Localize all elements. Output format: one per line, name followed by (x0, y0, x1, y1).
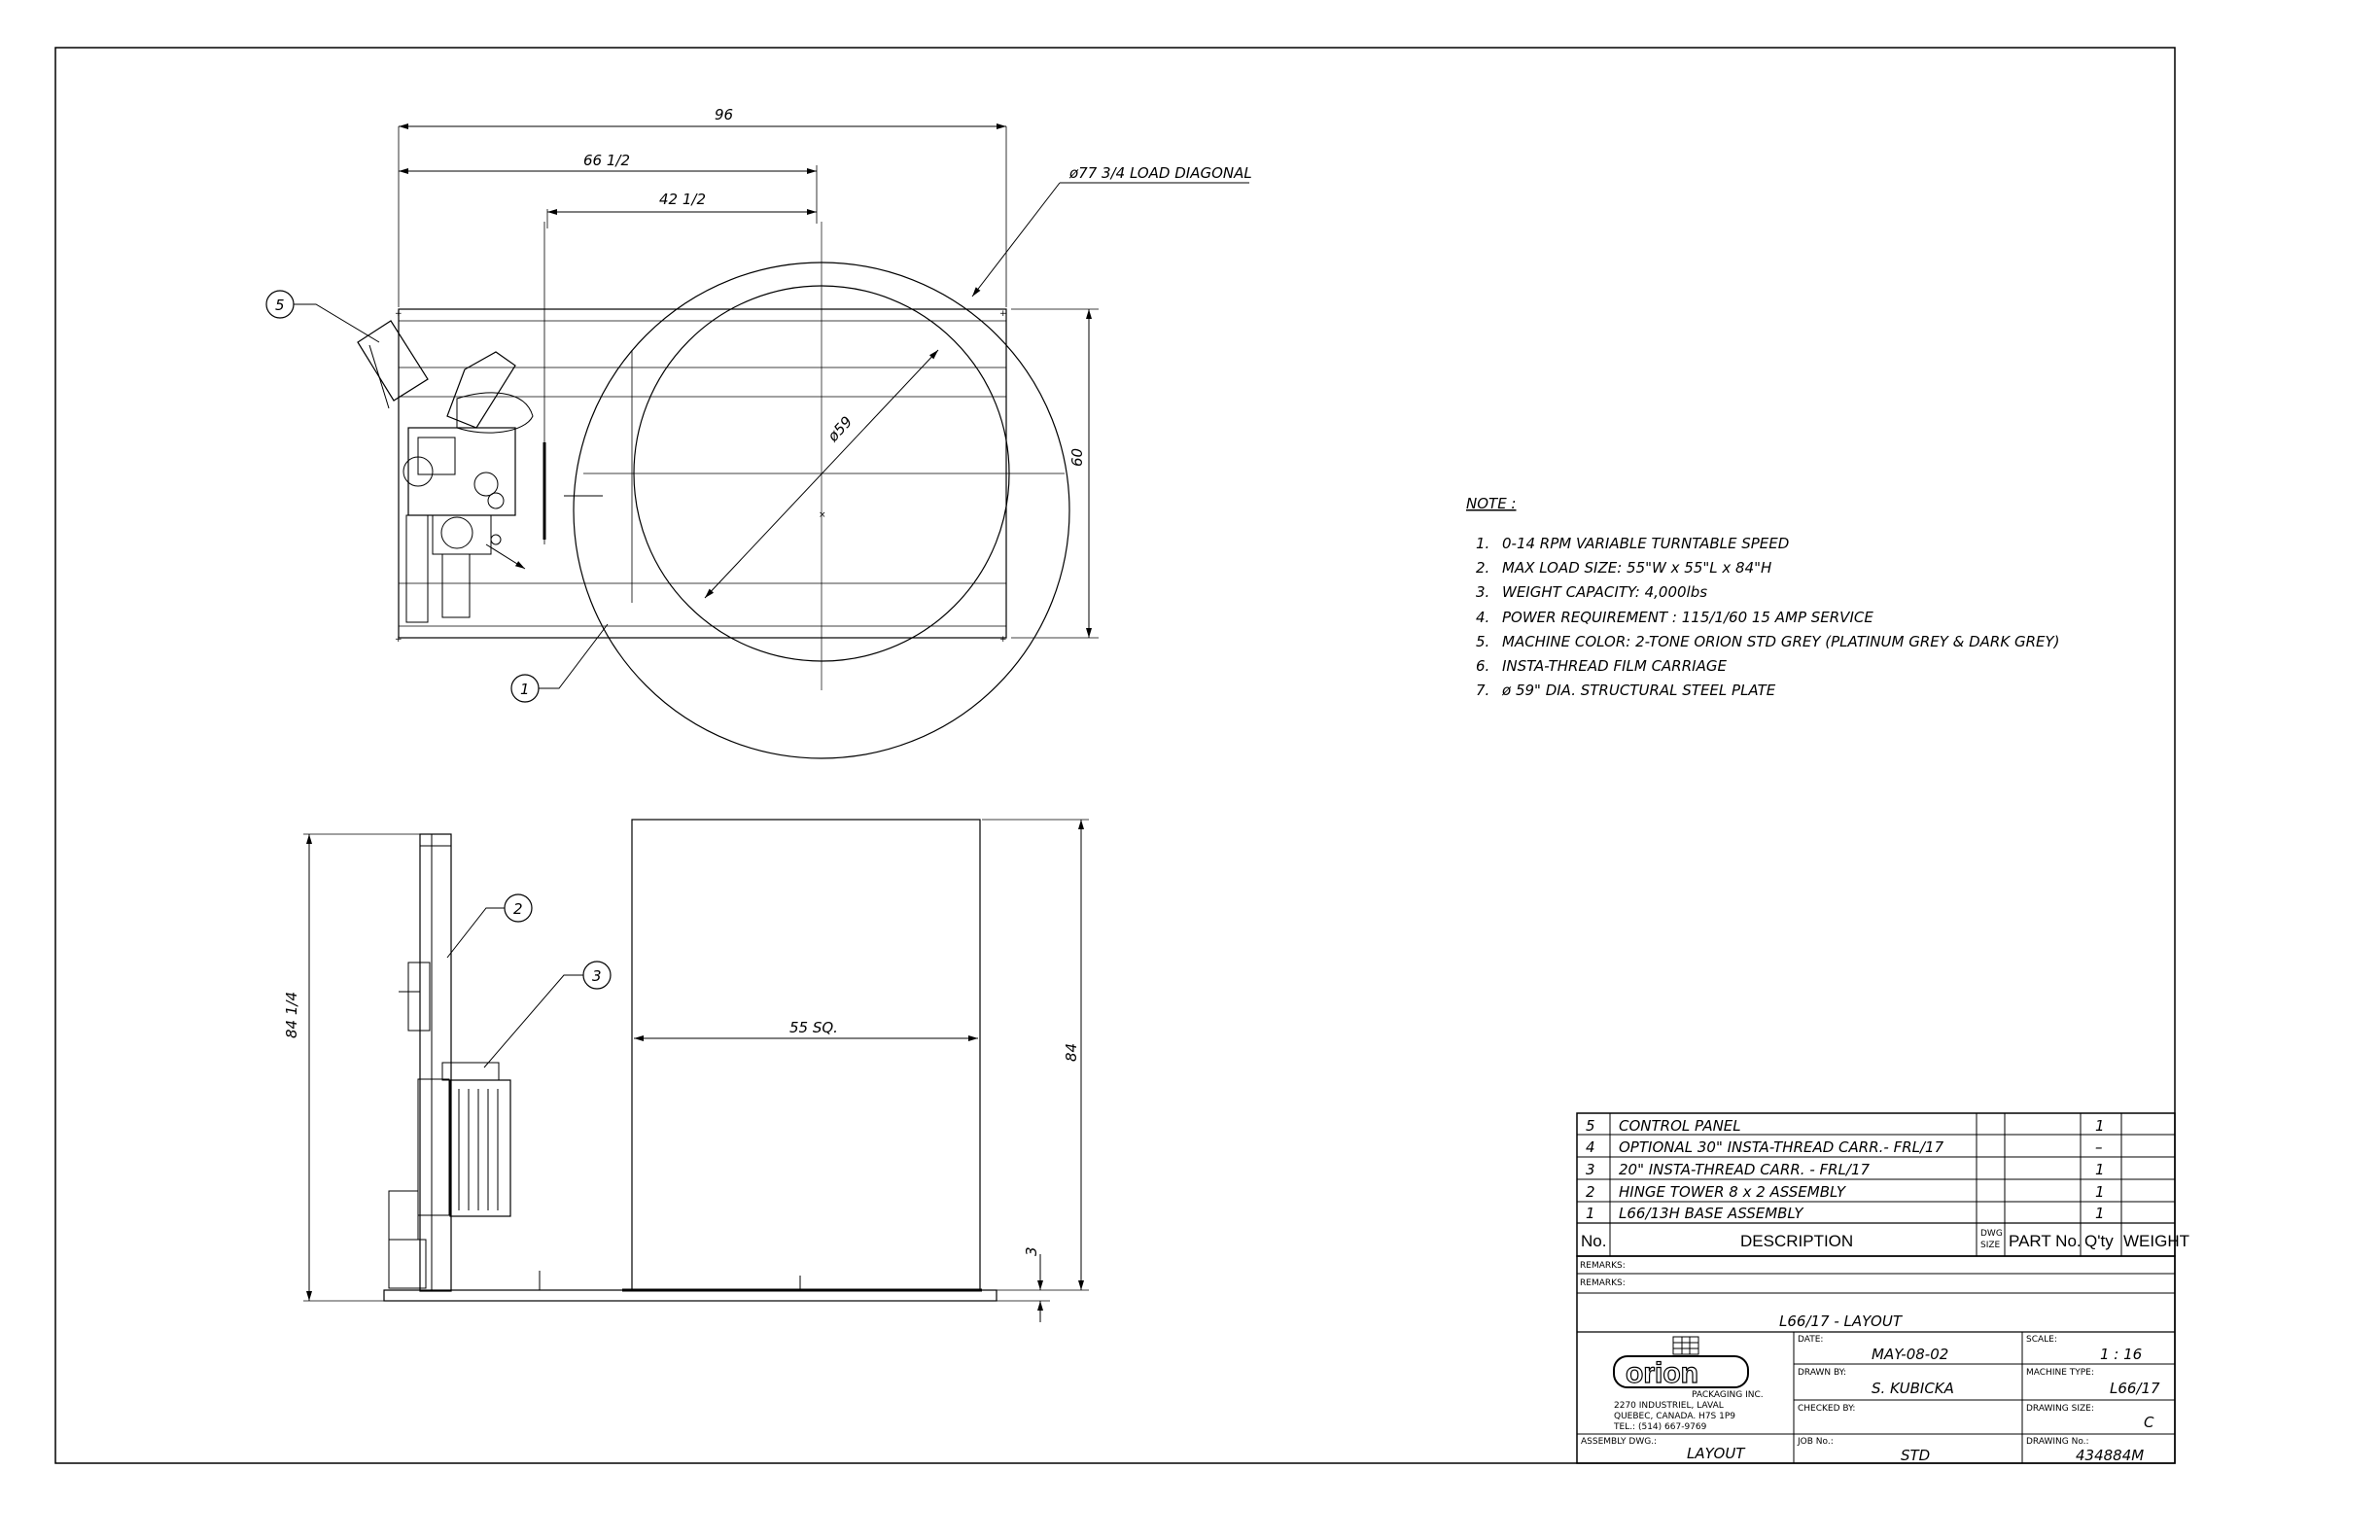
company-address-2: QUEBEC, CANADA. H7S 1P9 (1614, 1412, 1735, 1421)
film-carriage-elevation (388, 1062, 511, 1289)
bom-no-4: 4 (1586, 1138, 1595, 1156)
load-outline (631, 819, 981, 1291)
bom-header-desc: DESCRIPTION (1740, 1232, 1853, 1250)
load-diagonal-label: ø77 3/4 LOAD DIAGONAL (1068, 164, 1252, 182)
drawing-no-label: DRAWING No.: (2026, 1437, 2089, 1447)
logo-wordmark: orion (1626, 1357, 1698, 1389)
bom-header-no: No. (1581, 1232, 1606, 1250)
bom-qty-3: 1 (2095, 1161, 2105, 1178)
drawn-by-label: DRAWN BY: (1798, 1368, 1846, 1378)
note-text-1: 0-14 RPM VARIABLE TURNTABLE SPEED (1502, 535, 1789, 552)
bom-desc-2: HINGE TOWER 8 x 2 ASSEMBLY (1619, 1183, 1847, 1201)
dim-post-to-center: 66 1/2 (583, 152, 630, 169)
note-num-5: 5. (1476, 633, 1489, 650)
bom-header-dwg-2: SIZE (1980, 1241, 2001, 1250)
remarks-label-1: REMARKS: (1580, 1261, 1626, 1271)
svg-text:+: + (395, 309, 402, 319)
bom-header-part: PART No. (2009, 1232, 2082, 1250)
notes-heading: NOTE : (1466, 495, 1517, 512)
note-num-1: 1. (1476, 535, 1489, 552)
dim-load-width: 55 SQ. (789, 1019, 838, 1036)
notes-block: NOTE : 1. 0-14 RPM VARIABLE TURNTABLE SP… (1466, 495, 2060, 699)
machine-type-label: MACHINE TYPE: (2026, 1368, 2094, 1378)
svg-text:+: + (999, 635, 1007, 645)
company-name: PACKAGING INC. (1692, 1390, 1764, 1400)
company-address-1: 2270 INDUSTRIEL, LAVAL (1614, 1401, 1724, 1411)
bom-desc-5: CONTROL PANEL (1619, 1117, 1741, 1135)
svg-text:×: × (819, 510, 826, 520)
drawing-size-label: DRAWING SIZE: (2026, 1404, 2094, 1414)
assembly-dwg-value: LAYOUT (1687, 1445, 1746, 1462)
elevation-view: 84 1/4 84 55 SQ. 3 2 3 (283, 819, 1089, 1322)
note-text-7: ø 59" DIA. STRUCTURAL STEEL PLATE (1501, 682, 1776, 699)
note-num-7: 7. (1476, 682, 1489, 699)
date-label: DATE: (1798, 1335, 1823, 1345)
dim-depth: 60 (1068, 448, 1086, 467)
scale-value: 1 : 16 (2100, 1346, 2142, 1363)
orion-logo: orion (1613, 1336, 1749, 1390)
bom-desc-4: OPTIONAL 30" INSTA-THREAD CARR.- FRL/17 (1619, 1138, 1944, 1156)
turntable-dia-label: ø59 (823, 413, 856, 446)
dim-overall-width: 96 (715, 106, 733, 123)
bom-header-qty: Q'ty (2084, 1232, 2114, 1250)
bom-qty-2: 1 (2095, 1183, 2105, 1201)
machine-type-value: L66/17 (2110, 1380, 2160, 1397)
job-no-label: JOB No.: (1797, 1437, 1834, 1447)
note-num-4: 4. (1476, 609, 1489, 626)
note-text-6: INSTA-THREAD FILM CARRIAGE (1502, 657, 1727, 675)
bom-no-1: 1 (1586, 1205, 1595, 1222)
balloon-3-label: 3 (592, 967, 602, 985)
bom-header-weight: WEIGHT (2123, 1232, 2189, 1250)
dim-load-height: 84 (1063, 1043, 1080, 1062)
note-text-4: POWER REQUIREMENT : 115/1/60 15 AMP SERV… (1502, 609, 1873, 626)
drawing-size-value: C (2144, 1414, 2154, 1431)
sheet-border (54, 47, 2176, 1464)
drawing-title: L66/17 - LAYOUT (1779, 1312, 1904, 1330)
bom-no-2: 2 (1586, 1183, 1595, 1201)
base-plate (383, 1289, 998, 1302)
title-block: REMARKS: REMARKS: L66/17 - LAYOUT orion … (1576, 1255, 2176, 1464)
plan-view: + + + + × ø59 ø77 3/4 LOAD DIAGONAL 96 66 … (265, 106, 1252, 759)
company-phone: TEL.: (514) 667-9769 (1613, 1422, 1707, 1432)
bom-desc-3: 20" INSTA-THREAD CARR. - FRL/17 (1619, 1161, 1871, 1178)
bom-qty-1: 1 (2095, 1205, 2105, 1222)
machine-head-plan (357, 320, 603, 623)
remarks-label-2: REMARKS: (1580, 1278, 1626, 1288)
checked-by-label: CHECKED BY: (1798, 1404, 1855, 1414)
note-num-3: 3. (1476, 583, 1489, 601)
dim-base-height: 3 (1023, 1246, 1040, 1256)
note-num-2: 2. (1476, 559, 1489, 577)
svg-text:+: + (395, 635, 402, 645)
note-text-5: MACHINE COLOR: 2-TONE ORION STD GREY (PL… (1502, 633, 2060, 650)
svg-text:+: + (999, 309, 1007, 319)
date-value: MAY-08-02 (1872, 1346, 1948, 1363)
bom-qty-4: – (2095, 1138, 2103, 1156)
note-text-2: MAX LOAD SIZE: 55"W x 55"L x 84"H (1502, 559, 1771, 577)
bom-no-5: 5 (1586, 1117, 1595, 1135)
balloon-1-label: 1 (520, 681, 530, 698)
bom-header-dwg-1: DWG (1980, 1229, 2003, 1239)
note-num-6: 6. (1476, 657, 1489, 675)
drawing-no-value: 434884M (2076, 1447, 2144, 1464)
dim-film-to-center: 42 1/2 (659, 191, 706, 208)
balloon-2-label: 2 (513, 900, 523, 918)
drawn-by-value: S. KUBICKA (1872, 1380, 1954, 1397)
bom-desc-1: L66/13H BASE ASSEMBLY (1619, 1205, 1804, 1222)
bom-no-3: 3 (1586, 1161, 1595, 1178)
bom-qty-5: 1 (2095, 1117, 2105, 1135)
job-no-value: STD (1901, 1447, 1930, 1464)
scale-label: SCALE: (2026, 1335, 2057, 1345)
assembly-dwg-label: ASSEMBLY DWG.: (1581, 1437, 1657, 1447)
bom-table: 5 CONTROL PANEL 1 4 OPTIONAL 30" INSTA-T… (1576, 1112, 2189, 1257)
dim-tower-height: 84 1/4 (283, 992, 300, 1038)
note-text-3: WEIGHT CAPACITY: 4,000lbs (1502, 583, 1707, 601)
balloon-5-label: 5 (275, 297, 285, 314)
